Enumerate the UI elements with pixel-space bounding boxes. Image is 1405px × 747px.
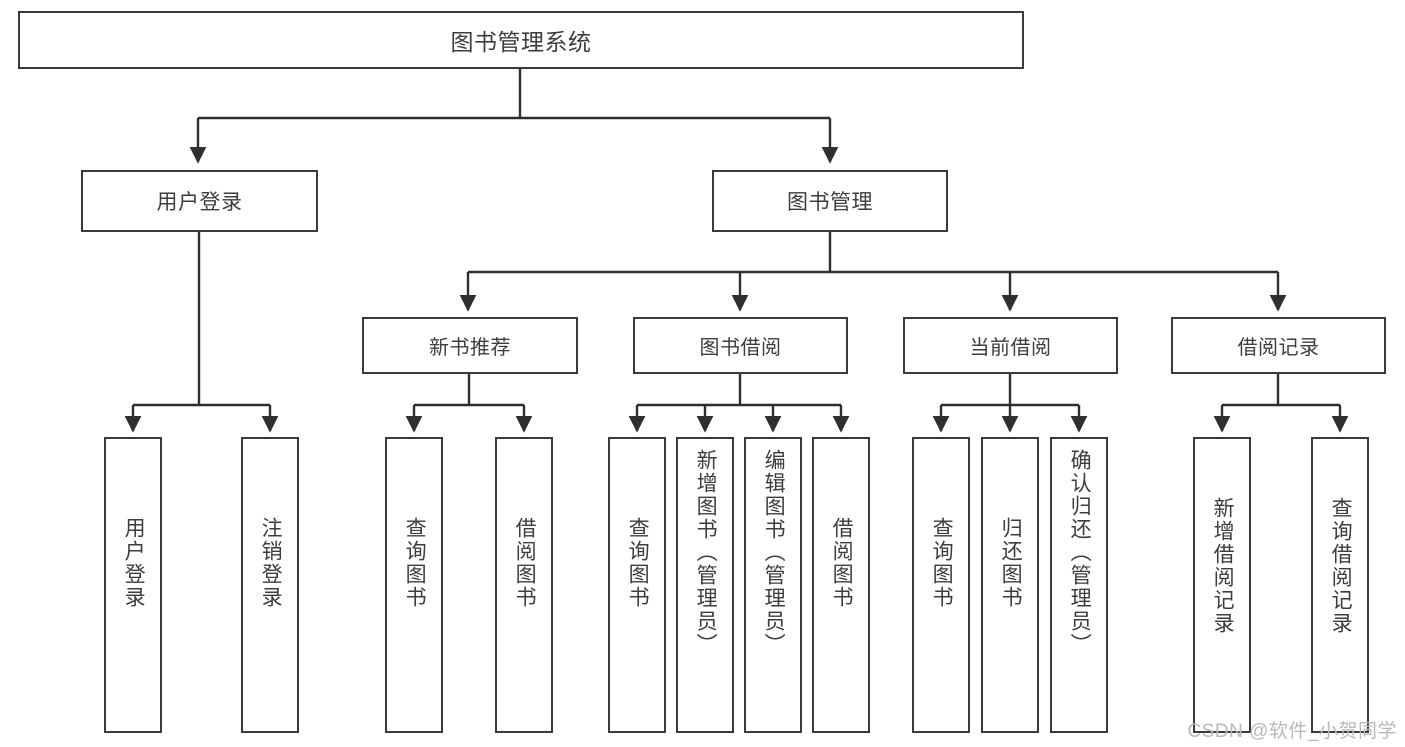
node-leaf-return-book[interactable]: 归还图书	[981, 437, 1039, 733]
node-leaf-borrow-book[interactable]: 借阅图书	[812, 437, 870, 733]
node-leaf-user-login[interactable]: 用户登录	[104, 437, 162, 733]
node-leaf-borrow-book-label: 借阅图书	[830, 517, 854, 609]
node-leaf-logout[interactable]: 注销登录	[241, 437, 299, 733]
node-current-borrow-label: 当前借阅	[969, 337, 1052, 359]
node-leaf-query-borrow-record-label: 查询借阅记录	[1329, 497, 1353, 635]
node-leaf-add-book-admin[interactable]: 新增图书（管理员）	[676, 437, 734, 733]
node-book-borrow[interactable]: 图书借阅	[633, 317, 848, 374]
node-user-login-label: 用户登录	[156, 191, 243, 214]
node-root-book-management-system[interactable]: 图书管理系统	[18, 11, 1024, 69]
node-new-book-recommend-label: 新书推荐	[429, 337, 511, 359]
node-leaf-add-borrow-record-label: 新增借阅记录	[1211, 497, 1235, 635]
csdn-watermark: CSDN @软件_小贺同学	[1187, 721, 1397, 742]
node-leaf-borrow-book-recommend[interactable]: 借阅图书	[495, 437, 553, 733]
node-leaf-query-book-current[interactable]: 查询图书	[912, 437, 970, 733]
node-leaf-borrow-book-recommend-label: 借阅图书	[513, 517, 537, 609]
node-leaf-add-book-admin-label: 新增图书（管理员）	[694, 449, 718, 656]
node-leaf-query-book-recommend-label: 查询图书	[403, 517, 427, 609]
node-leaf-add-borrow-record[interactable]: 新增借阅记录	[1193, 437, 1251, 733]
node-leaf-confirm-return-admin-label: 确认归还（管理员）	[1068, 449, 1092, 656]
node-leaf-user-login-label: 用户登录	[122, 517, 146, 609]
node-book-borrow-label: 图书借阅	[699, 337, 782, 359]
node-user-login[interactable]: 用户登录	[81, 170, 318, 232]
node-leaf-edit-book-admin[interactable]: 编辑图书（管理员）	[744, 437, 802, 733]
node-root-label: 图书管理系统	[450, 29, 592, 55]
node-book-management-label: 图书管理	[787, 191, 873, 214]
node-leaf-query-borrow-record[interactable]: 查询借阅记录	[1311, 437, 1369, 733]
node-current-borrow[interactable]: 当前借阅	[903, 317, 1118, 374]
node-leaf-edit-book-admin-label: 编辑图书（管理员）	[762, 449, 786, 656]
node-borrow-record-label: 借阅记录	[1237, 337, 1320, 359]
node-leaf-logout-label: 注销登录	[259, 517, 283, 609]
node-leaf-query-book-recommend[interactable]: 查询图书	[385, 437, 443, 733]
node-book-management[interactable]: 图书管理	[712, 170, 948, 232]
node-leaf-confirm-return-admin[interactable]: 确认归还（管理员）	[1050, 437, 1108, 733]
node-leaf-query-book-borrow[interactable]: 查询图书	[608, 437, 666, 733]
node-leaf-query-book-borrow-label: 查询图书	[626, 517, 650, 609]
node-leaf-return-book-label: 归还图书	[999, 517, 1023, 609]
node-new-book-recommend[interactable]: 新书推荐	[362, 317, 578, 374]
node-borrow-record[interactable]: 借阅记录	[1171, 317, 1386, 374]
node-leaf-query-book-current-label: 查询图书	[930, 517, 954, 609]
